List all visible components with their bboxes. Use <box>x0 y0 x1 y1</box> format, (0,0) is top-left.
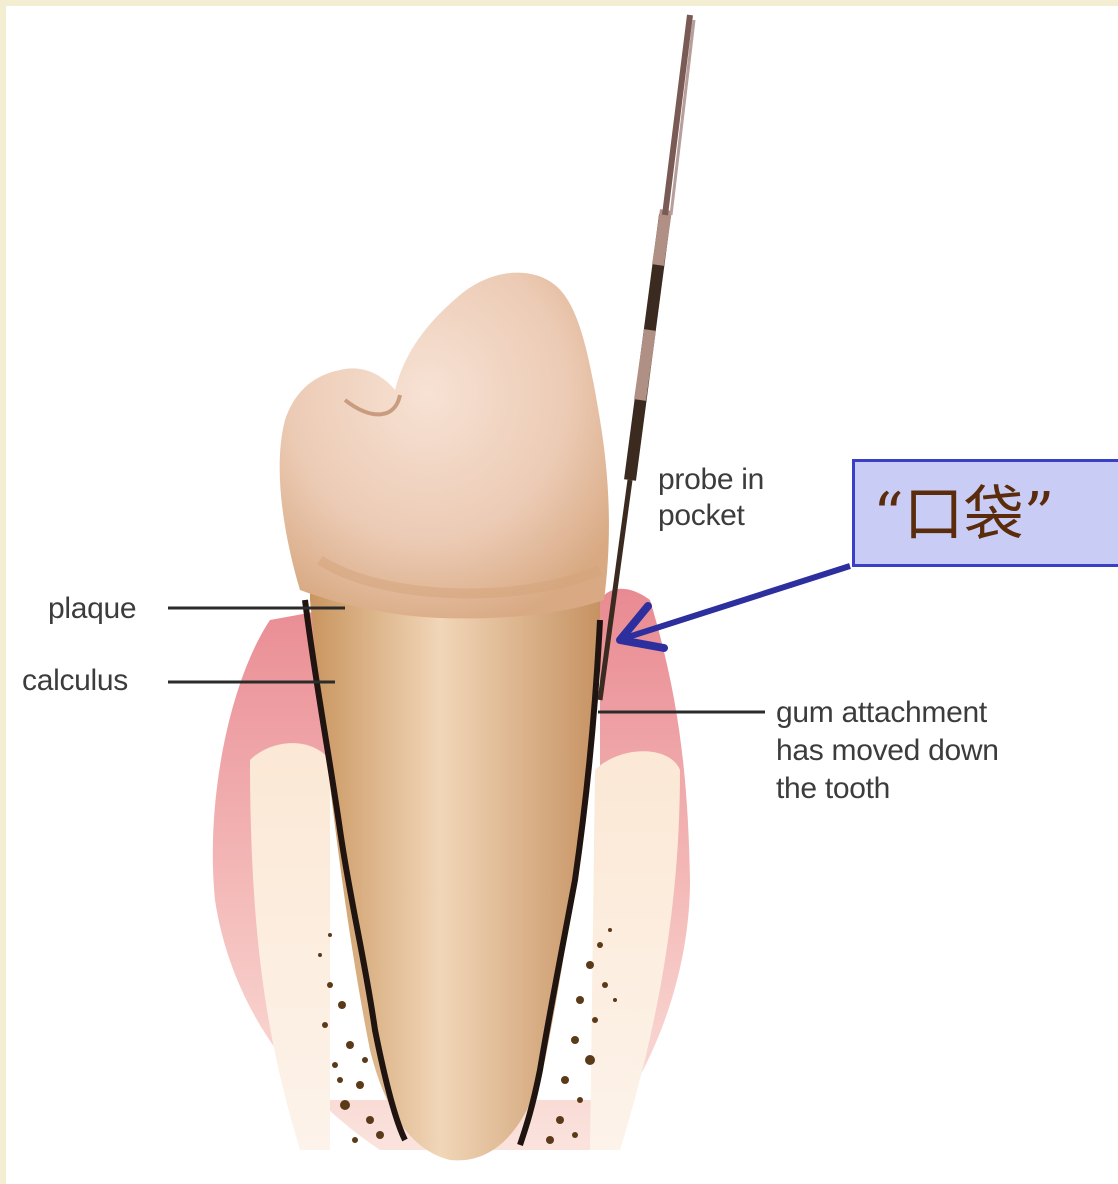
alveolar-bone <box>250 743 330 1150</box>
gum-attachment-label: gum attachment has moved down the tooth <box>776 694 999 808</box>
pocket-callout-text: “口袋” <box>873 480 1054 550</box>
gum-label-line-1: gum attachment <box>776 694 999 732</box>
gum-label-line-3: the tooth <box>776 770 999 808</box>
calculus-label: calculus <box>22 662 128 700</box>
tooth-root <box>310 540 600 1160</box>
probe-label: probe in pocket <box>658 462 764 534</box>
probe-label-line-2: pocket <box>658 498 764 534</box>
callout-arrow <box>625 566 850 638</box>
probe-handle <box>665 15 690 215</box>
pocket-callout: “口袋” <box>852 459 1118 567</box>
plaque-label: plaque <box>48 590 136 628</box>
probe-label-line-1: probe in <box>658 462 764 498</box>
probe-band <box>640 330 650 400</box>
gum-label-line-2: has moved down <box>776 732 999 770</box>
probe-band <box>658 210 666 265</box>
